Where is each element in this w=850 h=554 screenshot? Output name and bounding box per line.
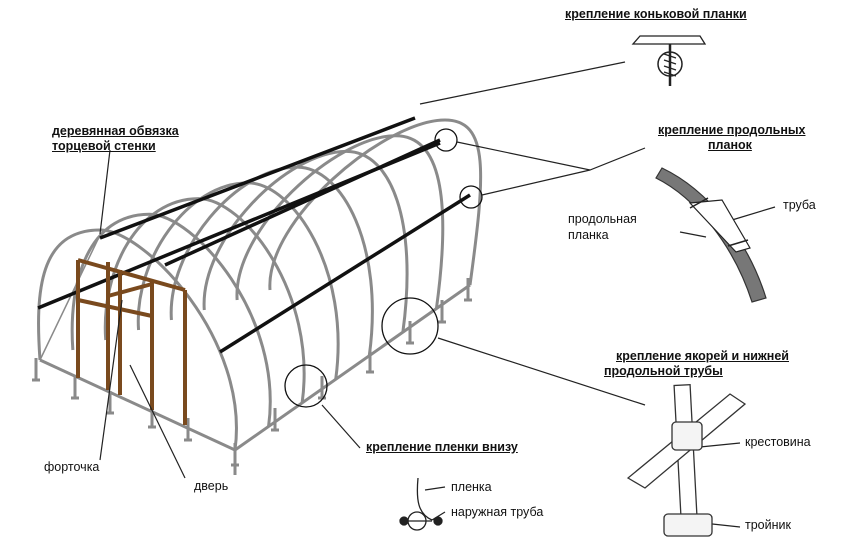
wooden-end-frame	[76, 258, 187, 425]
longitudinal-strip-label-1: продольная	[568, 212, 637, 226]
film-fastening-title: крепление пленки внизу	[366, 440, 518, 454]
wooden-frame-title-2: торцевой стенки	[52, 139, 156, 153]
cross-fitting-label: крестовина	[745, 435, 811, 449]
ridge-fastening-detail	[631, 35, 707, 86]
leader-lines	[99, 61, 776, 528]
anchor-cross-detail	[626, 384, 747, 537]
detail-circles	[284, 128, 483, 408]
film-label: пленка	[451, 480, 492, 494]
pipe-label: труба	[783, 198, 816, 212]
longitudinal-fastening-title-1: крепление продольных	[658, 123, 806, 137]
longitudinal-strip-detail	[655, 167, 767, 303]
outer-pipe-label: наружная труба	[451, 505, 544, 519]
window-label: форточка	[44, 460, 100, 474]
longitudinal-fastening-title-2: планок	[708, 138, 752, 152]
film-fastening-detail	[399, 477, 443, 531]
door-label: дверь	[194, 479, 229, 493]
ground-pipes	[39, 234, 471, 475]
arch-pipe	[235, 134, 445, 309]
wooden-frame-title-1: деревянная обвязка	[52, 124, 179, 138]
anchor-fastening-title-2: продольной трубы	[604, 364, 723, 378]
arch-pipe	[268, 118, 483, 291]
tee-fitting-label: тройник	[745, 518, 791, 532]
ridge-fastening-title: крепление коньковой планки	[565, 7, 747, 21]
greenhouse-arches	[37, 118, 483, 451]
longitudinal-strip-label-2: планка	[568, 228, 609, 242]
arch-pipe	[37, 228, 238, 451]
anchor-fastening-title-1: крепление якорей и нижней	[616, 349, 789, 363]
longitudinal-strips	[37, 116, 471, 354]
arch-pipe	[169, 165, 374, 356]
arch-pipe	[70, 212, 272, 427]
